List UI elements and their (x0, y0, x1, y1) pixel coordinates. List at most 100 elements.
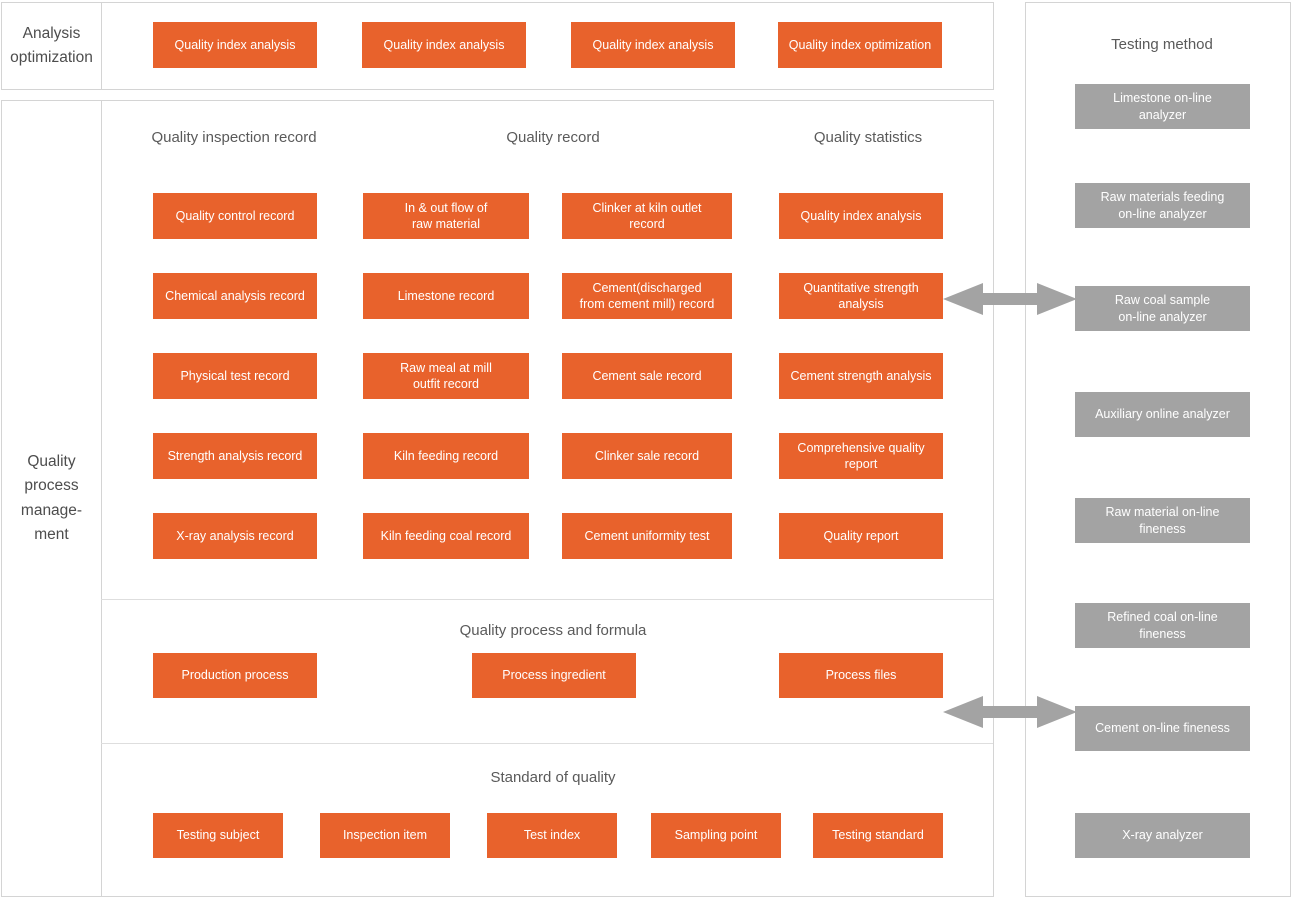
node-testing-subject[interactable]: Testing subject (153, 813, 283, 858)
node-label: Quality report (823, 528, 898, 544)
node-analysis-quality-index-analysis-1[interactable]: Quality index analysis (153, 22, 317, 68)
node-label-line1: Cement sale record (592, 368, 702, 383)
column-header-quality-inspection-record: Quality inspection record (151, 129, 317, 146)
node-label-line2: on-line analyzer (1118, 206, 1207, 221)
node-clinker-at-kiln-outlet-record[interactable]: Clinker at kiln outlet record (562, 193, 732, 239)
node-cement-strength-analysis[interactable]: Cement strength analysis (779, 353, 943, 399)
node-label: Raw materials feeding on-line analyzer (1101, 189, 1225, 222)
node-label-line1: Cement strength analysis (790, 368, 932, 383)
row-label-line-3: manage- (20, 501, 83, 519)
node-testing-standard[interactable]: Testing standard (813, 813, 943, 858)
node-label: Kiln feeding coal record (381, 528, 512, 544)
node-label-line1: Kiln feeding coal record (380, 528, 512, 543)
node-label-line1: Auxiliary online analyzer (1095, 407, 1230, 422)
node-label-line1: Strength analysis record (167, 448, 303, 463)
node-label-line2: report (844, 457, 878, 471)
node-raw-materials-feeding-on-line-analyzer[interactable]: Raw materials feeding on-line analyzer (1075, 183, 1250, 228)
row-label-line-4: ment (34, 525, 69, 543)
row-label-line-1: Quality (27, 453, 76, 471)
section-header-testing-method: Testing method (1111, 36, 1213, 53)
node-label-line1: Raw material on-line (1105, 505, 1220, 520)
node-raw-coal-sample-on-line-analyzer[interactable]: Raw coal sample on-line analyzer (1075, 286, 1250, 331)
node-label: Sampling point (674, 828, 758, 843)
node-label: Physical test record (180, 368, 289, 384)
node-label-line2: analyzer (1138, 107, 1187, 122)
row-label-quality-process-management: Quality process manage- ment (2, 101, 101, 896)
node-auxiliary-online-analyzer[interactable]: Auxiliary online analyzer (1075, 392, 1250, 437)
node-label: Cement uniformity test (584, 528, 709, 544)
node-quality-control-record[interactable]: Quality control record (153, 193, 317, 239)
node-in-out-flow-of-raw-material[interactable]: In & out flow of raw material (363, 193, 529, 239)
node-label-line1: Quantitative strength (803, 280, 919, 295)
node-label: Comprehensive quality report (797, 440, 924, 473)
node-label-line1: Refined coal on-line (1107, 610, 1218, 625)
node-label: Chemical analysis record (165, 288, 305, 304)
node-quality-report[interactable]: Quality report (779, 513, 943, 559)
node-label: Cement(discharged from cement mill) reco… (580, 280, 715, 313)
node-analysis-quality-index-analysis-3[interactable]: Quality index analysis (571, 22, 735, 68)
node-process-files[interactable]: Process files (779, 653, 943, 698)
node-label-line1: Quality report (823, 528, 899, 543)
node-label: Quality index analysis (383, 37, 505, 52)
node-raw-meal-at-mill-outfit-record[interactable]: Raw meal at mill outfit record (363, 353, 529, 399)
node-raw-material-on-line-fineness[interactable]: Raw material on-line fineness (1075, 498, 1250, 543)
node-limestone-on-line-analyzer[interactable]: Limestone on-line analyzer (1075, 84, 1250, 129)
node-label-line2: analysis (838, 297, 884, 311)
node-label-line1: X-ray analysis record (176, 528, 294, 543)
node-cement-uniformity-test[interactable]: Cement uniformity test (562, 513, 732, 559)
node-label: Cement on-line fineness (1095, 720, 1230, 736)
node-label: X-ray analyzer (1122, 827, 1203, 843)
node-label: Refined coal on-line fineness (1107, 609, 1218, 642)
node-label-line2: fineness (1139, 521, 1186, 536)
double-arrow-lower-icon (943, 696, 1077, 728)
node-limestone-record[interactable]: Limestone record (363, 273, 529, 319)
panel-divider (101, 101, 102, 896)
node-label-line1: X-ray analyzer (1122, 828, 1203, 843)
node-label: Test index (523, 828, 581, 843)
node-sampling-point[interactable]: Sampling point (651, 813, 781, 858)
node-label: Raw meal at mill outfit record (400, 360, 492, 393)
node-kiln-feeding-record[interactable]: Kiln feeding record (363, 433, 529, 479)
node-label-line1: Cement(discharged (592, 280, 702, 295)
node-label: Limestone record (398, 288, 495, 304)
node-cement-sale-record[interactable]: Cement sale record (562, 353, 732, 399)
node-label-line1: Clinker sale record (594, 448, 700, 463)
node-kiln-feeding-coal-record[interactable]: Kiln feeding coal record (363, 513, 529, 559)
node-label: Clinker sale record (595, 448, 699, 464)
node-refined-coal-on-line-fineness[interactable]: Refined coal on-line fineness (1075, 603, 1250, 648)
node-label: Quality index optimization (788, 37, 932, 52)
node-label: Quality index analysis (592, 37, 714, 52)
node-analysis-quality-index-optimization[interactable]: Quality index optimization (778, 22, 942, 68)
node-test-index[interactable]: Test index (487, 813, 617, 858)
section-header-quality-process-and-formula: Quality process and formula (459, 622, 647, 639)
node-production-process[interactable]: Production process (153, 653, 317, 698)
node-label-line1: Cement uniformity test (584, 528, 710, 543)
node-process-ingredient[interactable]: Process ingredient (472, 653, 636, 698)
node-label: Quality control record (176, 208, 295, 224)
node-quantitative-strength-analysis[interactable]: Quantitative strength analysis (779, 273, 943, 319)
node-x-ray-analyzer[interactable]: X-ray analyzer (1075, 813, 1250, 858)
node-x-ray-analysis-record[interactable]: X-ray analysis record (153, 513, 317, 559)
node-label-line1: Cement on-line fineness (1095, 721, 1230, 736)
node-quality-index-analysis[interactable]: Quality index analysis (779, 193, 943, 239)
node-label: Quantitative strength analysis (803, 280, 918, 313)
node-comprehensive-quality-report[interactable]: Comprehensive quality report (779, 433, 943, 479)
node-label-line1: Chemical analysis record (165, 288, 305, 303)
node-label-line1: In & out flow of (404, 200, 488, 215)
node-label: In & out flow of raw material (405, 200, 488, 233)
node-label: Inspection item (342, 828, 428, 843)
node-strength-analysis-record[interactable]: Strength analysis record (153, 433, 317, 479)
section-divider-standard (101, 743, 993, 744)
node-cement-discharged-from-cement-mill-record[interactable]: Cement(discharged from cement mill) reco… (562, 273, 732, 319)
node-cement-on-line-fineness[interactable]: Cement on-line fineness (1075, 706, 1250, 751)
node-chemical-analysis-record[interactable]: Chemical analysis record (153, 273, 317, 319)
node-physical-test-record[interactable]: Physical test record (153, 353, 317, 399)
node-clinker-sale-record[interactable]: Clinker sale record (562, 433, 732, 479)
node-label: Process files (825, 668, 897, 683)
node-inspection-item[interactable]: Inspection item (320, 813, 450, 858)
node-label: Process ingredient (502, 668, 606, 683)
node-label-line1: Limestone record (397, 288, 495, 303)
node-analysis-quality-index-analysis-2[interactable]: Quality index analysis (362, 22, 526, 68)
node-label-line2: raw material (411, 217, 481, 231)
